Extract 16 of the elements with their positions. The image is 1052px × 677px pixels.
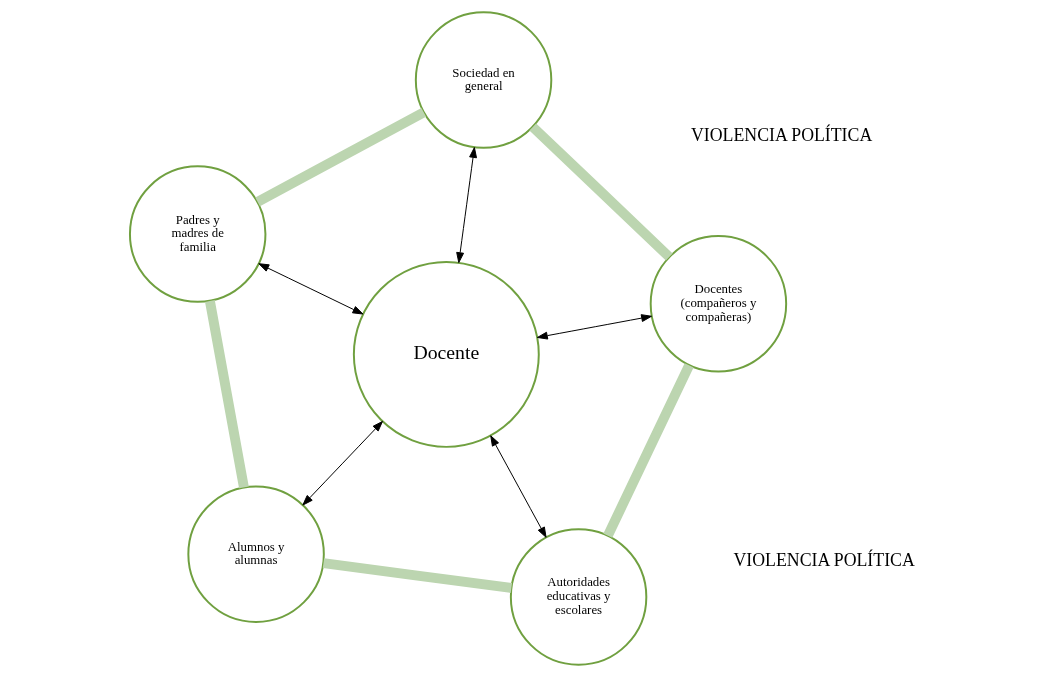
- node-circle: Docentes (compañeros y compañeras): [649, 235, 787, 373]
- arrow: [536, 314, 652, 340]
- arrow: [301, 420, 383, 506]
- arrow: [489, 435, 547, 538]
- node-circle: Sociedad en general: [414, 11, 552, 149]
- connector: [322, 558, 512, 593]
- arrow: [257, 263, 363, 315]
- connector: [254, 107, 426, 207]
- node-circle: Alumnos y alumnas: [186, 485, 325, 623]
- label: VIOLENCIA POLÍTICA: [690, 124, 872, 145]
- node-circle: Padres y madres de familia: [128, 165, 266, 303]
- connector: [528, 123, 673, 261]
- connector: [602, 363, 694, 538]
- connector: [204, 300, 249, 489]
- label: VIOLENCIA POLÍTICA: [733, 550, 915, 571]
- arrow: [455, 147, 477, 264]
